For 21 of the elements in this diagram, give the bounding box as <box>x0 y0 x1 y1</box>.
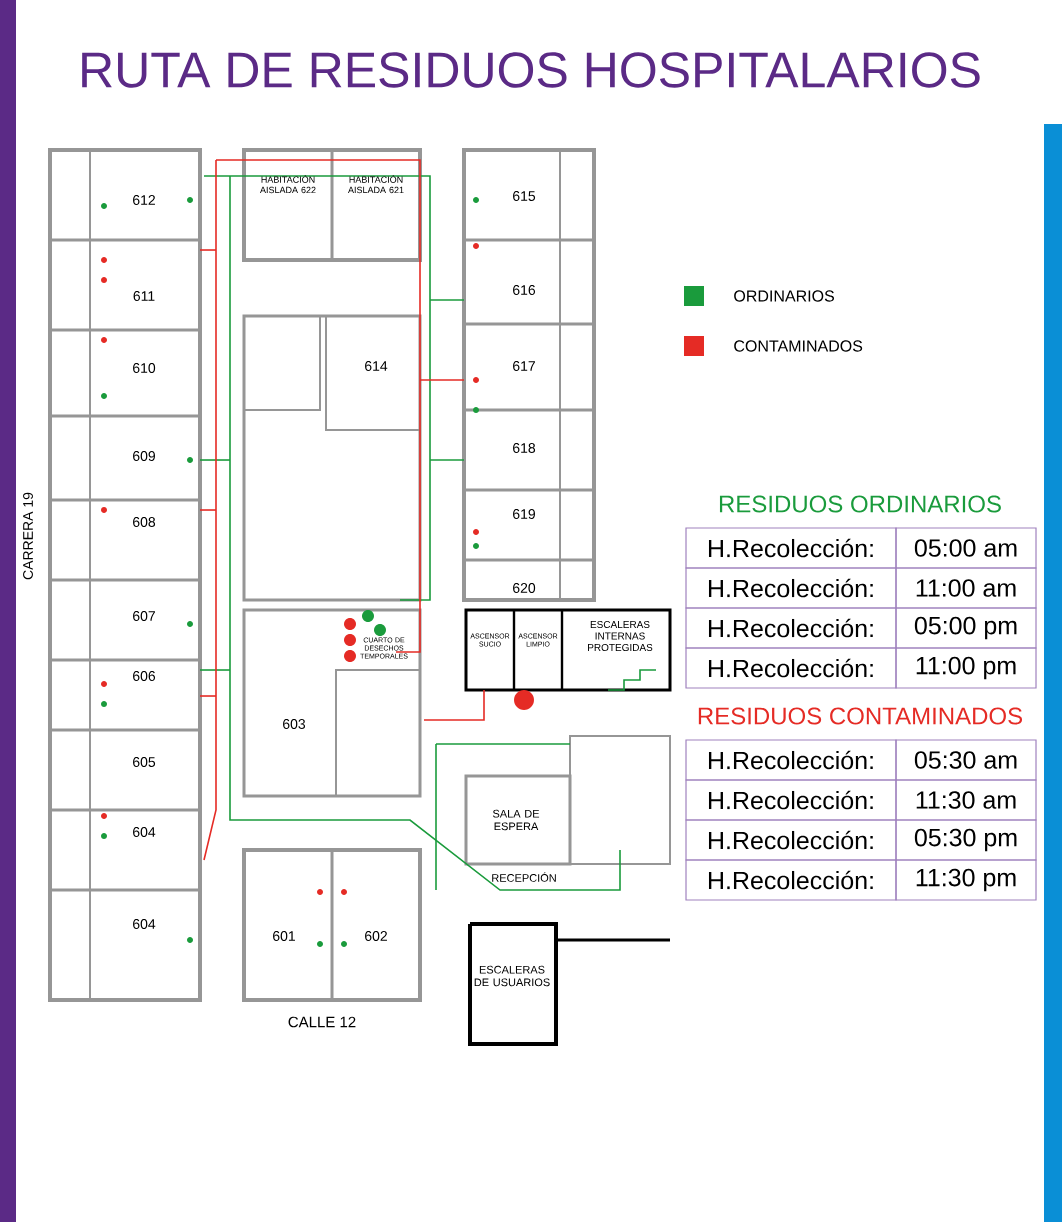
table-cell: H.Recolección: <box>685 607 897 649</box>
table-cell: H.Recolección: <box>685 819 897 861</box>
legend-label: CONTAMINADOS <box>734 340 863 352</box>
table-heading: RESIDUOS CONTAMINADOS <box>698 707 1022 725</box>
legend-label: ORDINARIOS <box>734 290 834 302</box>
table-cell: H.Recolección: <box>685 527 897 569</box>
table-cell: H.Recolección: <box>685 779 897 821</box>
table-cell: H.Recolección: <box>685 647 897 689</box>
table-cell: 11:00 am <box>895 567 1037 609</box>
table-cell: H.Recolección: <box>685 739 897 781</box>
table-cell: 05:30 am <box>895 739 1037 781</box>
table-cell: 05:30 pm <box>895 819 1037 861</box>
table-cell: H.Recolección: <box>685 859 897 901</box>
table-cell: H.Recolección: <box>685 567 897 609</box>
table-cell: 05:00 am <box>895 527 1037 569</box>
table-cell: 11:30 am <box>895 779 1037 821</box>
table-cell: 11:30 pm <box>895 859 1037 901</box>
table-cell: 05:00 pm <box>895 607 1037 649</box>
table-cell: 11:00 pm <box>895 647 1037 689</box>
title: RUTA DE RESIDUOS HOSPITALARIOS <box>82 52 980 88</box>
table-heading: RESIDUOS ORDINARIOS <box>719 495 1001 513</box>
